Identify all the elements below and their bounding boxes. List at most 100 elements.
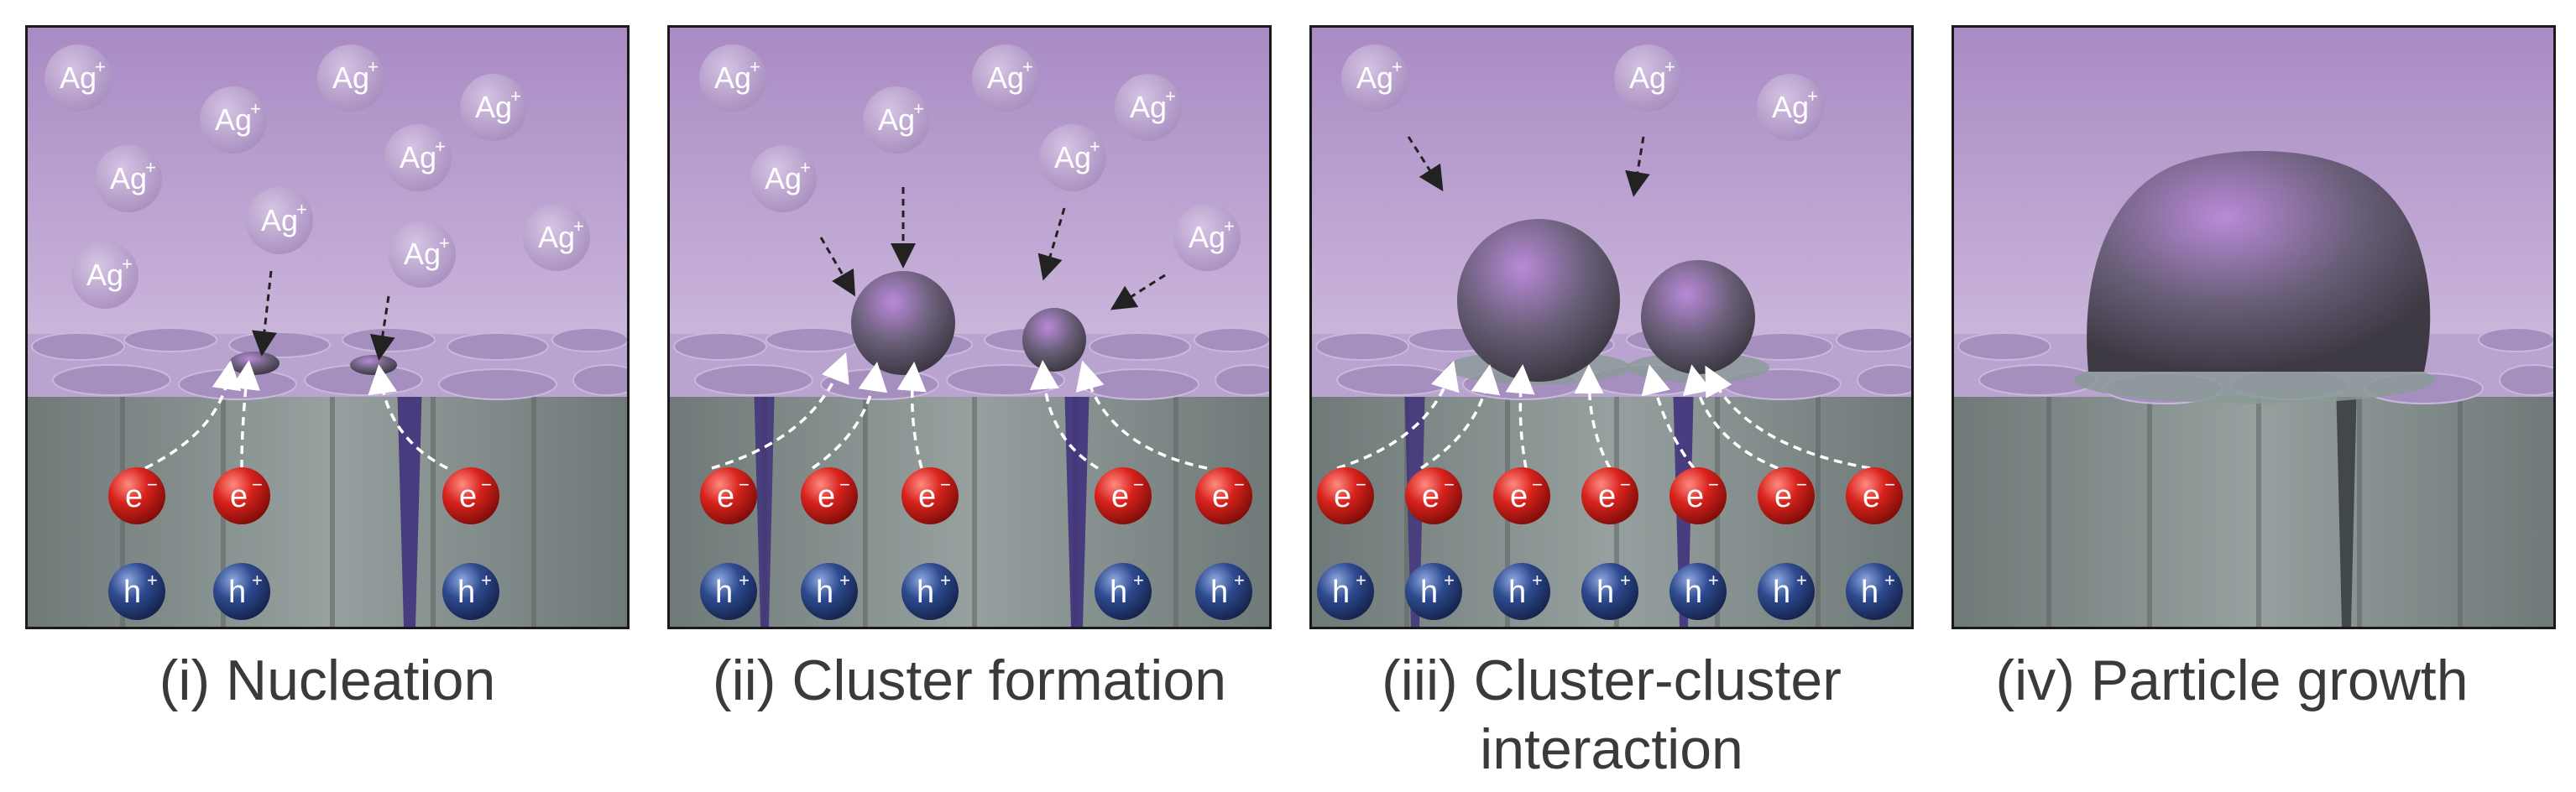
svg-text:h: h bbox=[715, 575, 733, 610]
svg-text:h: h bbox=[1596, 575, 1614, 610]
svg-text:e: e bbox=[459, 479, 477, 514]
hole-group: h + h + h + bbox=[108, 563, 499, 620]
svg-text:h: h bbox=[1110, 575, 1127, 610]
silver-ion-group: Ag+ Ag+ Ag+ Ag+ Ag+ Ag+ Ag+ bbox=[699, 44, 1241, 271]
svg-text:Ag: Ag bbox=[987, 60, 1024, 95]
silver-nucleus bbox=[229, 352, 280, 375]
caption-cluster-formation: (ii) Cluster formation bbox=[712, 649, 1227, 712]
caption-cluster-interaction: (iii) Cluster-cluster interaction bbox=[1382, 649, 1842, 781]
svg-text:+: + bbox=[95, 56, 106, 77]
svg-text:−: − bbox=[1796, 474, 1807, 495]
svg-text:+: + bbox=[1224, 216, 1235, 237]
svg-text:Ag: Ag bbox=[261, 203, 298, 237]
svg-text:e: e bbox=[230, 479, 248, 514]
panel-cluster-formation: Ag+ Ag+ Ag+ Ag+ Ag+ Ag+ Ag+ e− e− e− e− … bbox=[667, 25, 1272, 629]
svg-text:e: e bbox=[818, 479, 835, 514]
svg-text:Ag: Ag bbox=[878, 102, 915, 137]
electron-group: e− e− e− bbox=[108, 467, 499, 524]
svg-text:+: + bbox=[739, 570, 750, 591]
svg-text:h: h bbox=[1685, 575, 1702, 610]
svg-text:+: + bbox=[435, 136, 446, 157]
svg-text:+: + bbox=[800, 157, 811, 178]
svg-text:+: + bbox=[750, 56, 760, 77]
svg-text:+: + bbox=[147, 570, 158, 591]
silver-cluster bbox=[1457, 219, 1620, 382]
svg-text:e: e bbox=[1334, 479, 1351, 514]
svg-text:+: + bbox=[439, 232, 450, 253]
svg-text:+: + bbox=[1133, 570, 1144, 591]
svg-text:h: h bbox=[1332, 575, 1350, 610]
svg-text:Ag: Ag bbox=[1356, 60, 1393, 95]
svg-text:Ag: Ag bbox=[110, 161, 147, 195]
svg-text:e: e bbox=[1422, 479, 1440, 514]
svg-text:−: − bbox=[147, 474, 158, 495]
particle-growth-illustration bbox=[1954, 28, 2553, 627]
svg-text:Ag: Ag bbox=[1629, 60, 1666, 95]
svg-text:−: − bbox=[940, 474, 951, 495]
svg-text:+: + bbox=[573, 216, 584, 237]
svg-text:+: + bbox=[1807, 86, 1818, 107]
svg-text:h: h bbox=[1508, 575, 1526, 610]
panel-particle-growth bbox=[1952, 25, 2556, 629]
svg-text:+: + bbox=[1356, 570, 1366, 591]
svg-text:+: + bbox=[1708, 570, 1719, 591]
svg-text:e: e bbox=[1111, 479, 1129, 514]
svg-text:e: e bbox=[1510, 479, 1528, 514]
svg-text:+: + bbox=[1796, 570, 1807, 591]
svg-text:+: + bbox=[1234, 570, 1245, 591]
svg-text:−: − bbox=[839, 474, 850, 495]
cluster-formation-illustration: Ag+ Ag+ Ag+ Ag+ Ag+ Ag+ Ag+ e− e− e− e− … bbox=[670, 28, 1269, 627]
svg-text:−: − bbox=[1356, 474, 1366, 495]
svg-text:+: + bbox=[252, 570, 263, 591]
svg-text:e: e bbox=[1863, 479, 1880, 514]
svg-text:h: h bbox=[457, 575, 475, 610]
svg-text:Ag: Ag bbox=[86, 258, 123, 292]
svg-text:Ag: Ag bbox=[538, 220, 575, 254]
panel-nucleation: Ag+ Ag+ Ag+ Ag+ Ag+ Ag+ Ag+ Ag+ Ag+ Ag+ … bbox=[25, 25, 630, 629]
svg-text:h: h bbox=[1420, 575, 1438, 610]
svg-text:−: − bbox=[1234, 474, 1245, 495]
svg-text:+: + bbox=[1022, 56, 1033, 77]
svg-text:h: h bbox=[1861, 575, 1878, 610]
electron-group: e− e− e− e− e− e− e− bbox=[1317, 467, 1903, 524]
panel-cluster-interaction: Ag+ Ag+ Ag+ e− e− e− e− e− e− e− h + h + h… bbox=[1309, 25, 1914, 629]
svg-text:h: h bbox=[123, 575, 141, 610]
svg-text:e: e bbox=[1212, 479, 1230, 514]
svg-text:Ag: Ag bbox=[1189, 220, 1225, 254]
svg-text:e: e bbox=[1686, 479, 1704, 514]
svg-text:+: + bbox=[1620, 570, 1631, 591]
svg-text:−: − bbox=[481, 474, 492, 495]
svg-text:−: − bbox=[1532, 474, 1543, 495]
svg-text:Ag: Ag bbox=[765, 161, 802, 195]
svg-text:−: − bbox=[739, 474, 750, 495]
silver-cluster bbox=[1641, 260, 1755, 374]
svg-text:h: h bbox=[917, 575, 934, 610]
svg-text:Ag: Ag bbox=[404, 237, 441, 271]
hole-group: h+ h+ h+ h+ h+ h+ h+ bbox=[1317, 563, 1903, 620]
svg-text:Ag: Ag bbox=[1130, 90, 1167, 124]
svg-text:Ag: Ag bbox=[1054, 140, 1091, 175]
silver-cluster bbox=[851, 271, 955, 375]
silver-ion-group: Ag+ Ag+ Ag+ bbox=[1341, 44, 1824, 141]
svg-text:e: e bbox=[717, 479, 734, 514]
svg-text:Ag: Ag bbox=[475, 90, 512, 124]
svg-text:+: + bbox=[145, 157, 156, 178]
svg-text:+: + bbox=[1532, 570, 1543, 591]
svg-text:h: h bbox=[1773, 575, 1790, 610]
svg-text:+: + bbox=[839, 570, 850, 591]
silver-nanoparticle bbox=[2087, 150, 2431, 372]
svg-text:−: − bbox=[252, 474, 263, 495]
svg-text:e: e bbox=[1598, 479, 1616, 514]
svg-text:+: + bbox=[510, 86, 521, 107]
svg-text:+: + bbox=[481, 570, 492, 591]
svg-text:+: + bbox=[1664, 56, 1675, 77]
svg-text:Ag: Ag bbox=[215, 102, 252, 137]
svg-text:−: − bbox=[1620, 474, 1631, 495]
svg-text:h: h bbox=[228, 575, 246, 610]
svg-text:e: e bbox=[1774, 479, 1792, 514]
svg-text:Ag: Ag bbox=[714, 60, 751, 95]
svg-text:+: + bbox=[1089, 136, 1100, 157]
cluster-interaction-illustration: Ag+ Ag+ Ag+ e− e− e− e− e− e− e− h + h + h… bbox=[1312, 28, 1911, 627]
svg-text:+: + bbox=[1165, 86, 1176, 107]
svg-text:+: + bbox=[940, 570, 951, 591]
